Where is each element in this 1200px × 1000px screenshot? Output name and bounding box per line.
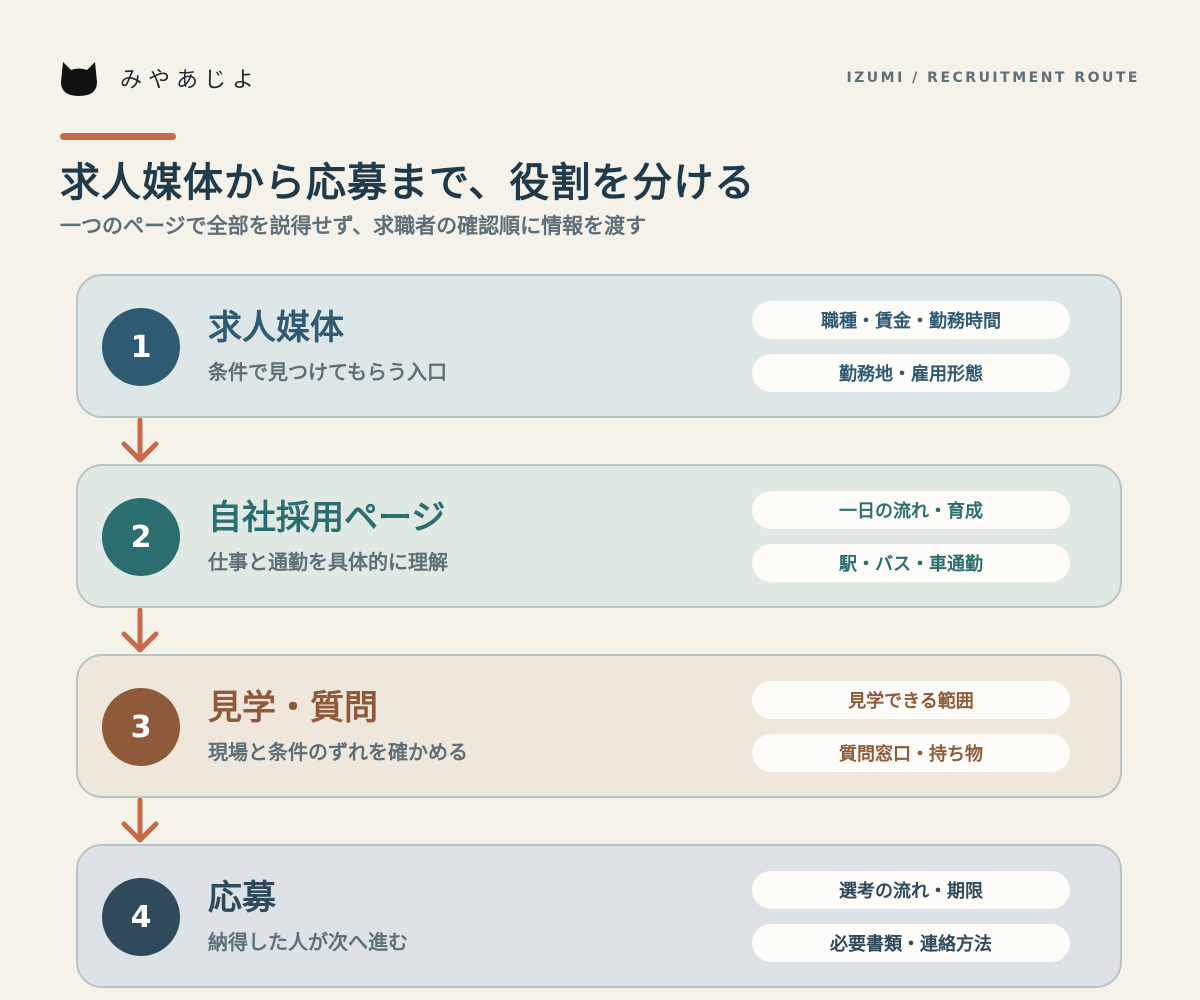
step-tag: 駅・バス・車通勤 xyxy=(752,544,1070,582)
page-header: みやあじよ IZUMI / RECRUITMENT ROUTE xyxy=(60,56,1140,100)
page-title: 求人媒体から応募まで、役割を分ける xyxy=(60,160,756,206)
step-card-3: 3 見学・質問 現場と条件のずれを確かめる 見学できる範囲 質問窓口・持ち物 xyxy=(76,654,1122,798)
cat-head-icon xyxy=(61,62,97,96)
step-number-badge: 2 xyxy=(102,498,180,576)
step-description: 納得した人が次へ進む xyxy=(208,930,408,954)
route-label: IZUMI / RECRUITMENT ROUTE xyxy=(846,70,1140,86)
step-title: 求人媒体 xyxy=(208,308,344,348)
down-arrow-icon xyxy=(121,798,159,843)
step-title: 自社採用ページ xyxy=(208,498,446,538)
title-accent-bar xyxy=(60,133,176,140)
step-title: 応募 xyxy=(208,878,276,918)
step-description: 仕事と通勤を具体的に理解 xyxy=(208,550,448,574)
step-number-badge: 1 xyxy=(102,308,180,386)
step-tag: 勤務地・雇用形態 xyxy=(752,354,1070,392)
step-card-4: 4 応募 納得した人が次へ進む 選考の流れ・期限 必要書類・連絡方法 xyxy=(76,844,1122,988)
brand-name: みやあじよ xyxy=(120,68,261,93)
step-number-badge: 4 xyxy=(102,878,180,956)
page-subtitle: 一つのページで全部を説得せず、求職者の確認順に情報を渡す xyxy=(60,214,647,238)
step-title: 見学・質問 xyxy=(208,688,378,728)
down-arrow-icon xyxy=(121,418,159,463)
step-tag: 見学できる範囲 xyxy=(752,681,1070,719)
step-card-2: 2 自社採用ページ 仕事と通勤を具体的に理解 一日の流れ・育成 駅・バス・車通勤 xyxy=(76,464,1122,608)
step-tag: 質問窓口・持ち物 xyxy=(752,734,1070,772)
step-tag: 選考の流れ・期限 xyxy=(752,871,1070,909)
down-arrow-icon xyxy=(121,608,159,653)
step-tag: 必要書類・連絡方法 xyxy=(752,924,1070,962)
step-number-badge: 3 xyxy=(102,688,180,766)
step-card-1: 1 求人媒体 条件で見つけてもらう入口 職種・賃金・勤務時間 勤務地・雇用形態 xyxy=(76,274,1122,418)
step-tag: 職種・賃金・勤務時間 xyxy=(752,301,1070,339)
step-tag: 一日の流れ・育成 xyxy=(752,491,1070,529)
step-description: 条件で見つけてもらう入口 xyxy=(208,360,447,384)
step-description: 現場と条件のずれを確かめる xyxy=(208,740,468,764)
